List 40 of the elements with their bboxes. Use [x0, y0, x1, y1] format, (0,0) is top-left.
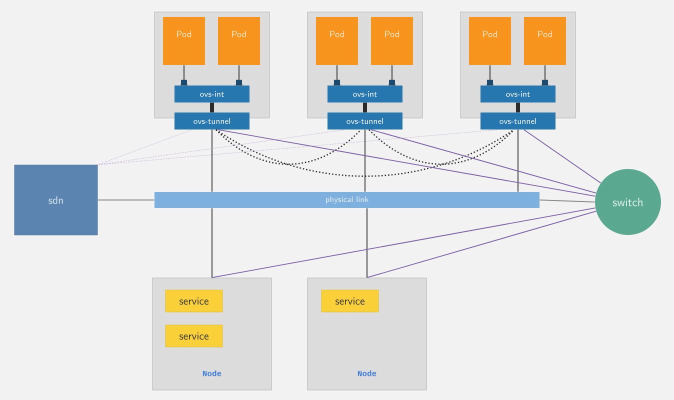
connector-line: [333, 64, 341, 86]
physical-link-bar: physical link: [154, 192, 540, 208]
connector-line: [212, 208, 596, 278]
connector-line: [366, 208, 368, 278]
pod-box: Pod: [218, 17, 260, 65]
connector-line: [97, 129, 498, 166]
controller-box: sdn: [14, 164, 98, 236]
connector-line: [366, 210, 597, 278]
connector-line: [370, 129, 596, 194]
connector-line: [97, 129, 346, 166]
connector-line: [486, 64, 494, 86]
connector-line: [539, 200, 596, 202]
ovs-box: ovs-tunnel: [480, 112, 556, 130]
connector-line: [97, 129, 192, 166]
connector-line: [363, 102, 367, 112]
pod-box: Pod: [524, 17, 566, 65]
connector-line: [210, 102, 214, 112]
connector-line: [216, 129, 362, 165]
connector-line: [364, 129, 366, 192]
connector-line: [516, 102, 520, 112]
pod-box: Pod: [371, 17, 413, 65]
connector-line: [388, 64, 396, 86]
service-box: service: [165, 290, 223, 312]
ovs-box: ovs-int: [328, 86, 402, 102]
ovs-box: ovs-tunnel: [328, 112, 402, 130]
connector-line: [368, 129, 514, 165]
ovs-box: ovs-tunnel: [174, 112, 250, 130]
service-box: service: [165, 324, 223, 348]
pod-box: Pod: [469, 17, 511, 65]
pod-box: Pod: [316, 17, 358, 65]
connector-line: [524, 129, 602, 184]
service-box: service: [321, 290, 379, 312]
connector-line: [235, 64, 243, 86]
connector-line: [218, 129, 596, 197]
connector-line: [180, 64, 188, 86]
pod-box: Pod: [163, 17, 205, 65]
ovs-box: ovs-int: [174, 86, 250, 102]
connector-line: [216, 129, 514, 177]
connector-line: [541, 64, 549, 86]
ovs-box: ovs-int: [480, 86, 556, 102]
